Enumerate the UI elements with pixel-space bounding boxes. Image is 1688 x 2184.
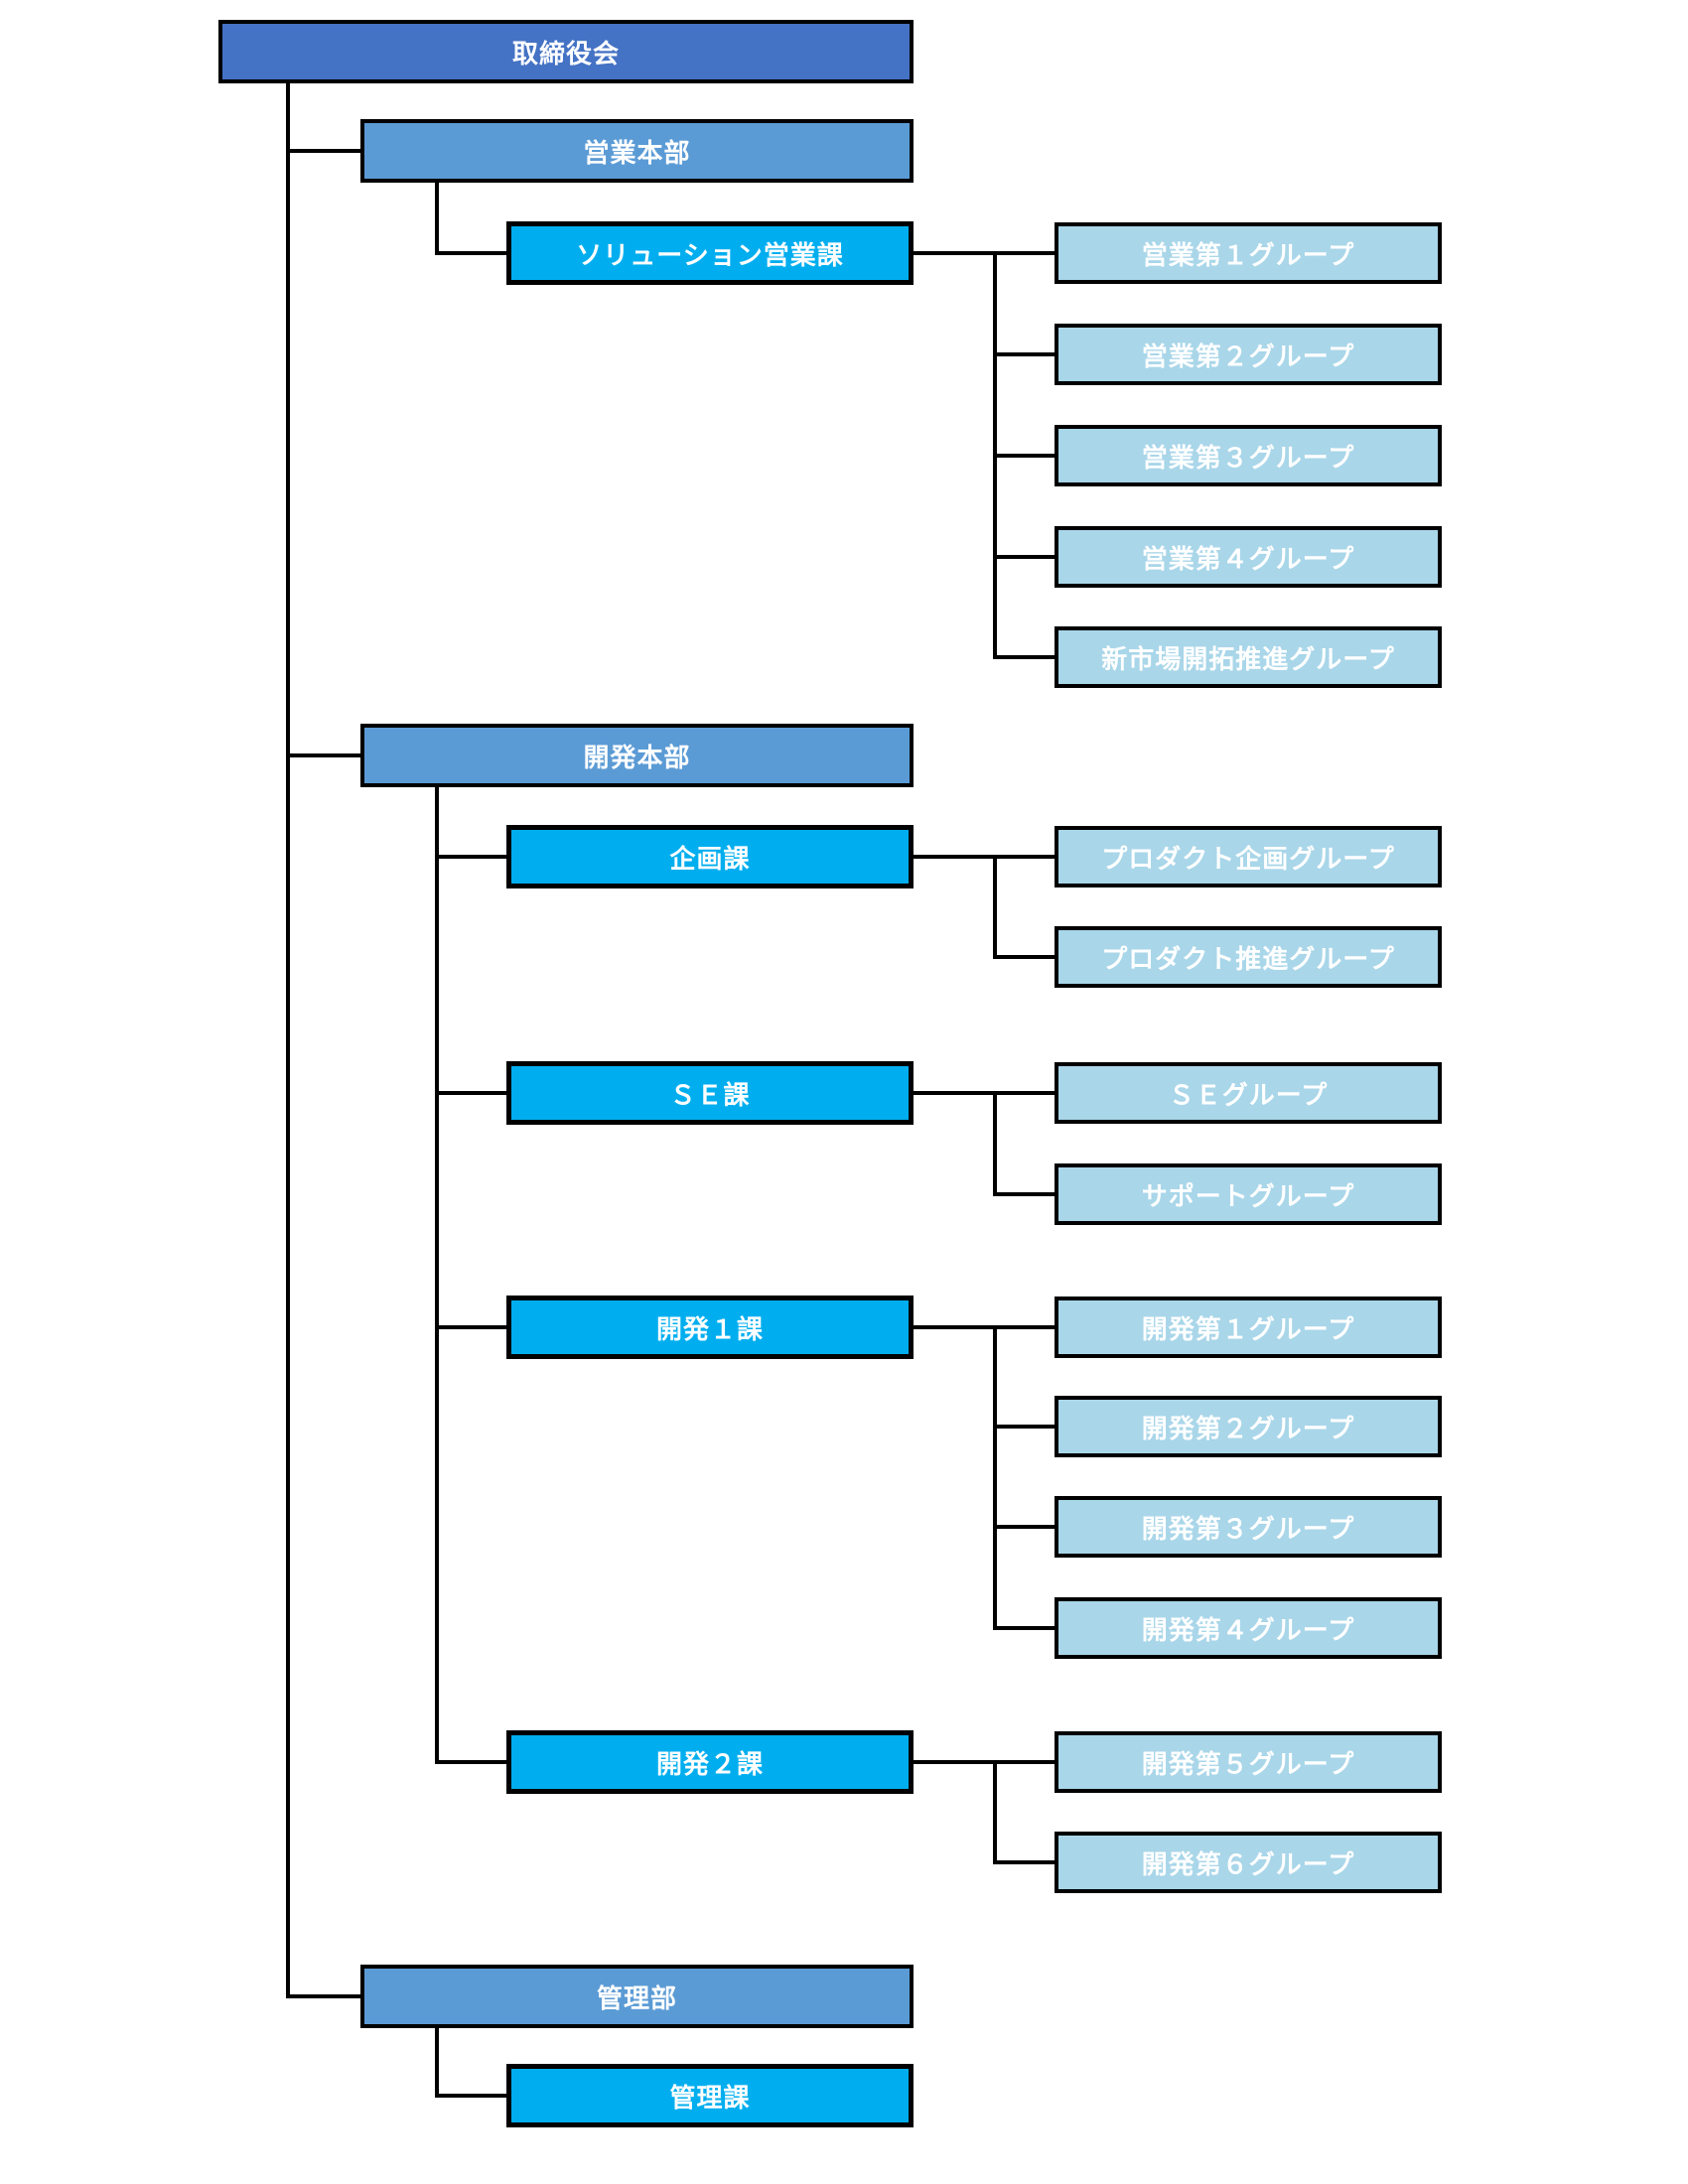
- connector-trunk-planning-groups: [993, 855, 997, 959]
- connector-branch-sales-group-4: [993, 555, 1055, 559]
- node-dev-division: 開発本部: [360, 724, 914, 787]
- connector-trunk-se-groups: [993, 1091, 997, 1196]
- connector-branch-dev1-group-4: [993, 1626, 1055, 1630]
- connector-right-planning: [914, 855, 1055, 859]
- connector-branch-sales-group-5: [993, 655, 1055, 659]
- node-dev-group-2-label: 開発第２グループ: [1141, 1413, 1355, 1443]
- node-dev1-section-label: 開発１課: [655, 1313, 764, 1344]
- connector-branch-dev-division: [288, 753, 360, 757]
- connector-trunk-dev1-groups: [993, 1325, 997, 1630]
- node-dev-group-5: 開発第５グループ: [1055, 1731, 1442, 1793]
- node-dev2-section: 開発２課: [506, 1730, 914, 1794]
- node-admin-section: 管理課: [506, 2064, 914, 2127]
- node-board-of-directors-label: 取締役会: [511, 38, 620, 68]
- node-sales-group-2-label: 営業第２グループ: [1141, 341, 1355, 371]
- connector-branch-sales-division: [288, 149, 360, 153]
- node-dev-group-6: 開発第６グループ: [1055, 1832, 1442, 1893]
- node-sales-group-4: 営業第４グループ: [1055, 526, 1442, 588]
- connector-right-dev2: [914, 1760, 1055, 1764]
- node-sales-division-label: 営業本部: [583, 137, 691, 168]
- node-admin-dept-label: 管理部: [596, 1982, 677, 2013]
- node-support-group: サポートグループ: [1055, 1163, 1442, 1225]
- node-sales-group-3-label: 営業第３グループ: [1141, 442, 1355, 473]
- node-product-promotion-group-label: プロダクト推進グループ: [1101, 943, 1395, 974]
- node-sales-group-4-label: 営業第４グループ: [1141, 543, 1355, 574]
- node-dev-group-4: 開発第４グループ: [1055, 1597, 1442, 1659]
- node-dev-group-1-label: 開発第１グループ: [1141, 1313, 1355, 1344]
- node-board-of-directors: 取締役会: [218, 20, 914, 83]
- node-admin-section-label: 管理課: [669, 2082, 751, 2113]
- connector-right-solution-sales: [914, 251, 1055, 255]
- node-planning-section-label: 企画課: [669, 843, 751, 874]
- node-se-section: ＳＥ課: [506, 1061, 914, 1125]
- connector-branch-dev1-section: [437, 1325, 506, 1329]
- node-new-market-group-label: 新市場開拓推進グループ: [1101, 643, 1395, 674]
- connector-branch-sales-group-3: [993, 454, 1055, 458]
- node-product-planning-group-label: プロダクト企画グループ: [1101, 843, 1395, 874]
- node-dev-division-label: 開発本部: [583, 742, 691, 772]
- connector-branch-se-group-2: [993, 1192, 1055, 1196]
- node-dev-group-4-label: 開発第４グループ: [1141, 1614, 1355, 1645]
- node-sales-group-1-label: 営業第１グループ: [1141, 239, 1355, 270]
- connector-branch-planning-section: [437, 855, 506, 859]
- node-dev-group-3: 開発第３グループ: [1055, 1496, 1442, 1558]
- connector-branch-admin-dept: [288, 1994, 360, 1998]
- node-se-group: ＳＥグループ: [1055, 1062, 1442, 1124]
- node-sales-group-2: 営業第２グループ: [1055, 324, 1442, 385]
- node-solution-sales-section-label: ソリューション営業課: [576, 239, 844, 270]
- connector-trunk-main: [286, 83, 290, 1998]
- node-dev-group-2: 開発第２グループ: [1055, 1396, 1442, 1457]
- connector-branch-se-section: [437, 1091, 506, 1095]
- node-sales-group-3: 営業第３グループ: [1055, 425, 1442, 486]
- node-planning-section: 企画課: [506, 825, 914, 888]
- node-solution-sales-section: ソリューション営業課: [506, 221, 914, 285]
- node-support-group-label: サポートグループ: [1141, 1180, 1355, 1211]
- node-product-promotion-group: プロダクト推進グループ: [1055, 926, 1442, 988]
- connector-branch-solution-sales: [437, 251, 506, 255]
- connector-branch-dev1-group-2: [993, 1425, 1055, 1429]
- node-dev-group-3-label: 開発第３グループ: [1141, 1513, 1355, 1544]
- connector-branch-dev2-group-2: [993, 1860, 1055, 1864]
- node-dev1-section: 開発１課: [506, 1296, 914, 1359]
- node-se-group-label: ＳＥグループ: [1168, 1079, 1329, 1110]
- node-new-market-group: 新市場開拓推進グループ: [1055, 626, 1442, 688]
- node-sales-group-1: 営業第１グループ: [1055, 222, 1442, 284]
- connector-branch-admin-section: [437, 2094, 506, 2098]
- node-dev-group-6-label: 開発第６グループ: [1141, 1848, 1355, 1879]
- connector-right-dev1: [914, 1325, 1055, 1329]
- node-sales-division: 営業本部: [360, 119, 914, 183]
- node-dev2-section-label: 開発２課: [655, 1748, 764, 1779]
- connector-trunk-dev: [435, 787, 439, 1764]
- node-se-section-label: ＳＥ課: [669, 1079, 751, 1110]
- connector-branch-dev1-group-3: [993, 1525, 1055, 1529]
- connector-trunk-dev2-groups: [993, 1760, 997, 1864]
- connector-branch-sales-group-2: [993, 352, 1055, 356]
- node-dev-group-5-label: 開発第５グループ: [1141, 1748, 1355, 1779]
- connector-trunk-sales: [435, 183, 439, 255]
- connector-branch-planning-group-2: [993, 955, 1055, 959]
- node-admin-dept: 管理部: [360, 1965, 914, 2028]
- connector-trunk-admin: [435, 2028, 439, 2098]
- connector-branch-dev2-section: [437, 1760, 506, 1764]
- connector-right-se: [914, 1091, 1055, 1095]
- node-product-planning-group: プロダクト企画グループ: [1055, 826, 1442, 887]
- node-dev-group-1: 開発第１グループ: [1055, 1297, 1442, 1358]
